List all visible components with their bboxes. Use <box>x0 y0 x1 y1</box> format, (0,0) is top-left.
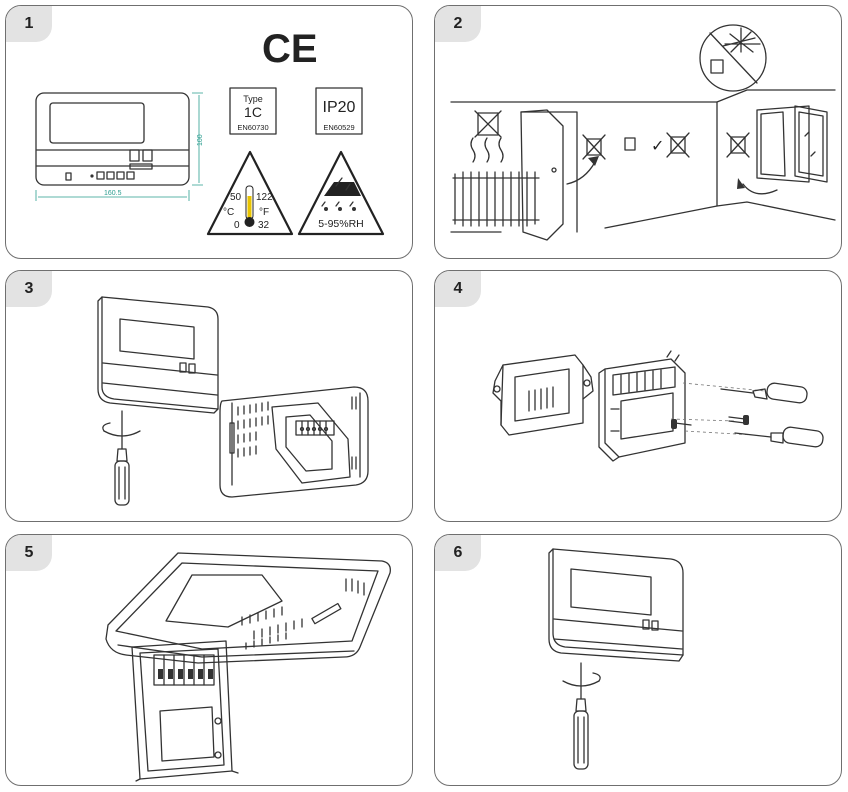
wall-box <box>492 354 594 436</box>
humidity-range-symbol: 5-95%RH <box>297 150 385 236</box>
open-thermostat-illustration <box>97 296 369 506</box>
check-mark: ✓ <box>651 138 664 155</box>
open-window <box>737 105 828 195</box>
close-thermostat-illustration <box>548 548 684 770</box>
panel-step-1: 1 CE 160.5 100 Typ <box>5 5 413 259</box>
temp-low-f: 32 <box>258 220 270 231</box>
panel-step-2: 2 <box>434 5 842 259</box>
panel-step-4: 4 <box>434 270 842 522</box>
ip-standard: EN60529 <box>323 123 354 132</box>
step-number: 6 <box>435 535 481 571</box>
thermostat-front-angled <box>97 296 219 414</box>
back-plate-hinged <box>131 640 239 782</box>
thermostat-back-open <box>219 386 369 498</box>
step-number: 3 <box>6 271 52 307</box>
no-direct-sunlight-icon <box>699 24 767 92</box>
screwdriver-top <box>720 382 808 404</box>
type-label: Type <box>243 94 263 104</box>
type-rating-box: Type 1C EN60730 <box>229 87 277 135</box>
wrong-position-corner <box>666 132 690 158</box>
attach-thermostat-illustration <box>105 552 391 782</box>
specifications-illustration: CE 160.5 100 Type 1C <box>35 27 385 236</box>
ip-value: IP20 <box>323 99 356 116</box>
panel-step-3: 3 <box>5 270 413 522</box>
correct-position: ✓ <box>624 137 664 155</box>
unit-f: °F <box>259 207 269 218</box>
wrong-position-near-window <box>726 132 750 158</box>
type-value: 1C <box>244 104 262 120</box>
temp-high-f: 122 <box>256 192 273 203</box>
ce-mark: CE <box>262 27 318 71</box>
mount-back-plate-illustration <box>492 350 824 462</box>
step-number: 5 <box>6 535 52 571</box>
panel-step-6: 6 <box>434 534 842 786</box>
dimension-lines: 160.5 100 <box>35 92 204 201</box>
screws <box>671 415 749 429</box>
step-number: 1 <box>6 6 52 42</box>
ip-rating-box: IP20 EN60529 <box>315 87 363 135</box>
screwdriver-bottom <box>734 426 824 448</box>
panel-step-5: 5 <box>5 534 413 786</box>
temp-high-c: 50 <box>230 192 242 203</box>
radiator <box>452 110 540 227</box>
temperature-range-symbol: 50 °C 0 122 °F 32 <box>206 150 294 236</box>
back-plate <box>598 350 686 462</box>
temp-low-c: 0 <box>234 220 240 231</box>
width-dimension: 160.5 <box>104 190 122 197</box>
screwdriver-icon <box>562 662 601 770</box>
open-door <box>520 109 599 241</box>
wrong-position-near-door <box>582 134 606 160</box>
height-dimension: 100 <box>197 134 204 146</box>
type-standard: EN60730 <box>237 123 268 132</box>
screwdriver-icon <box>102 410 141 506</box>
placement-guidelines-illustration: ✓ <box>450 24 836 241</box>
step-number: 2 <box>435 6 481 42</box>
room-outline <box>450 89 836 233</box>
thermostat-body-tilted <box>105 552 391 664</box>
step-number: 4 <box>435 271 481 307</box>
thermostat-closed-angled <box>548 548 684 662</box>
unit-c: °C <box>223 207 234 218</box>
thermostat-front-view <box>35 92 190 186</box>
humidity-range: 5-95%RH <box>318 218 364 230</box>
